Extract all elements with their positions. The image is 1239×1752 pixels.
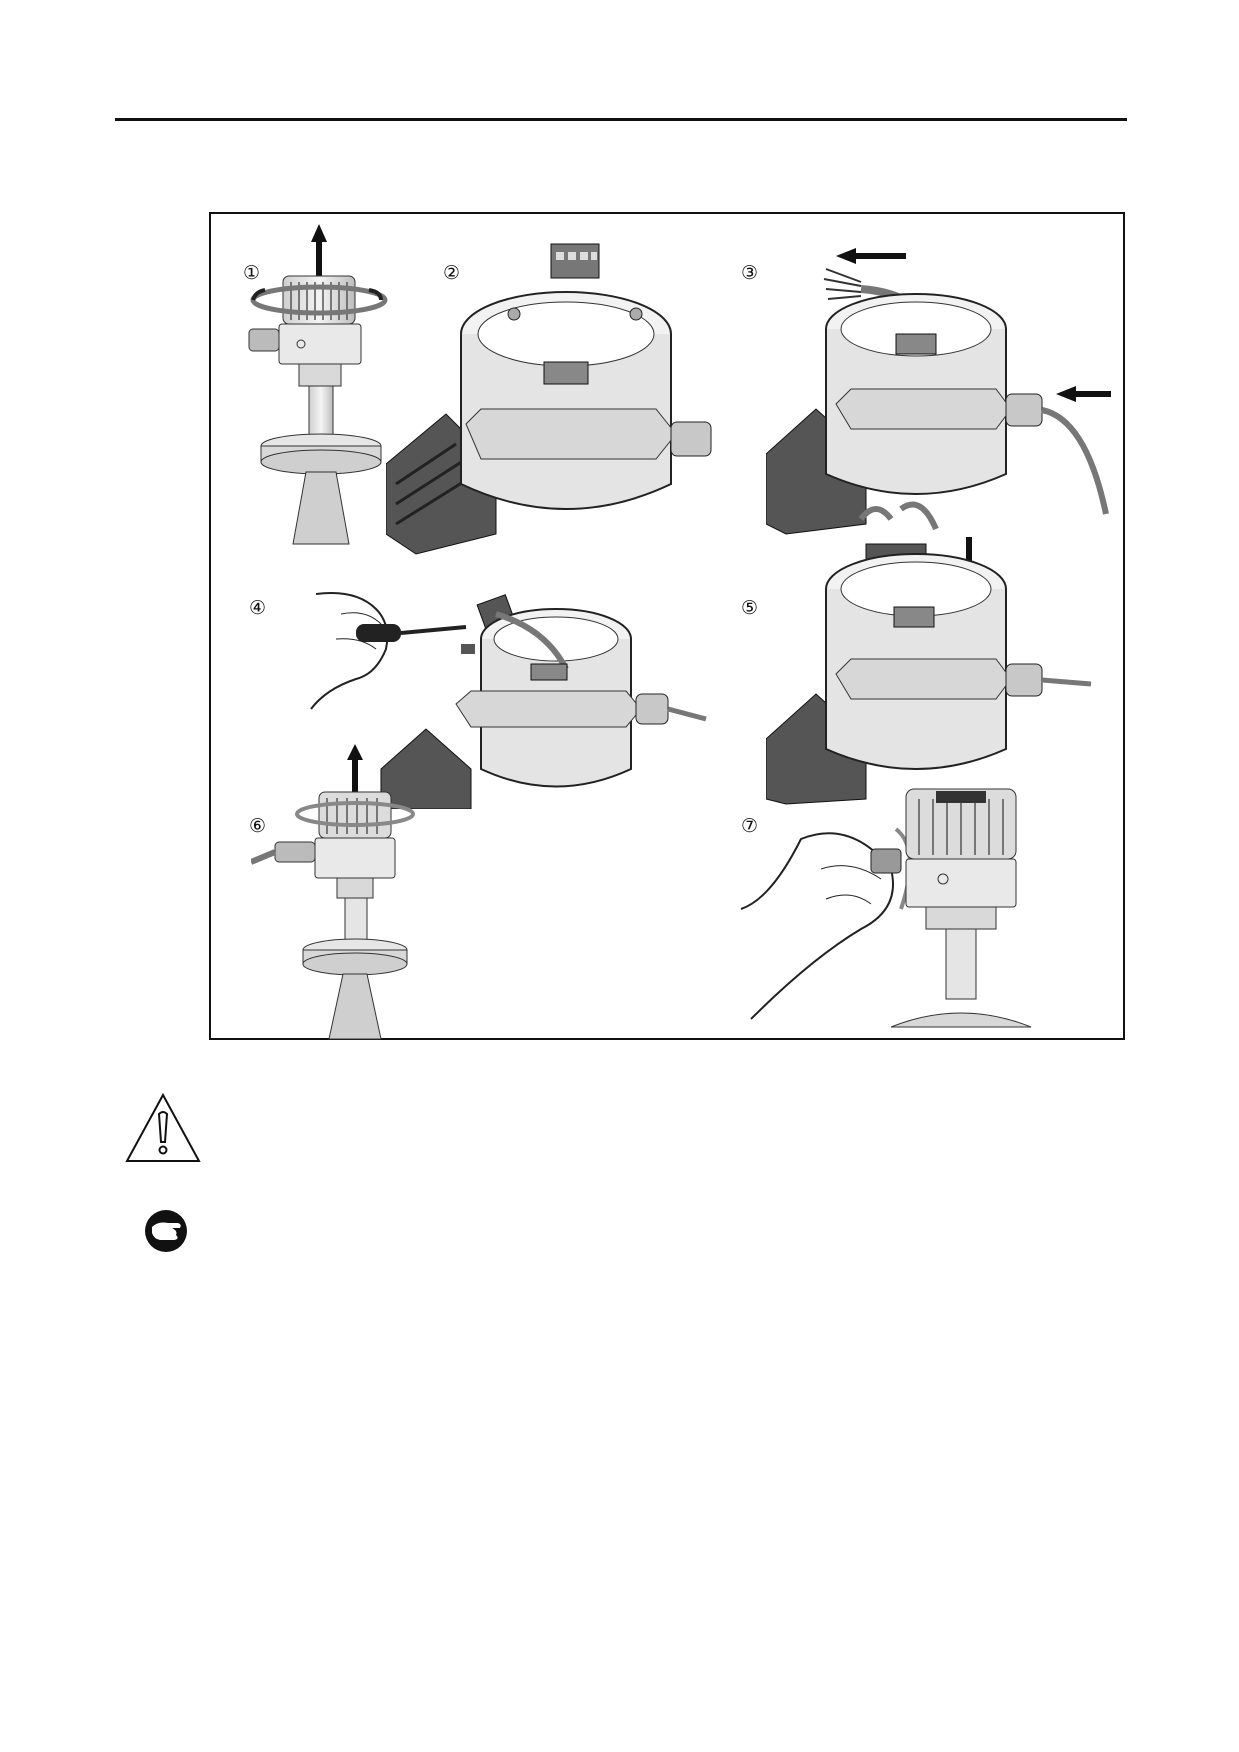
step-1-illustration	[248, 224, 388, 545]
step-6-label: ⑥	[249, 815, 267, 837]
step-1-label: ①	[243, 262, 261, 284]
left-arrow-icon	[836, 248, 906, 264]
step-3-illustration	[766, 248, 1111, 535]
step-3-label: ③	[741, 262, 759, 284]
up-arrow-icon	[311, 224, 327, 284]
hand-note-icon	[145, 1210, 187, 1252]
step-4-label: ④	[249, 597, 267, 619]
step-2-illustration	[386, 243, 712, 555]
step-4-illustration	[310, 592, 707, 809]
header-rule	[115, 118, 1127, 121]
step-5-illustration	[766, 501, 1092, 805]
installation-figure: ① ② ③ ④ ⑤ ⑥ ⑦	[209, 212, 1125, 1040]
up-arrow-icon	[347, 744, 363, 799]
step-5-label: ⑤	[741, 597, 759, 619]
warning-triangle-icon	[125, 1092, 201, 1162]
step-6-illustration	[251, 744, 415, 1040]
step-2-label: ②	[443, 262, 461, 284]
step-7-illustration	[740, 788, 1032, 1028]
step-7-label: ⑦	[741, 815, 759, 837]
left-arrow-icon	[1056, 386, 1111, 402]
